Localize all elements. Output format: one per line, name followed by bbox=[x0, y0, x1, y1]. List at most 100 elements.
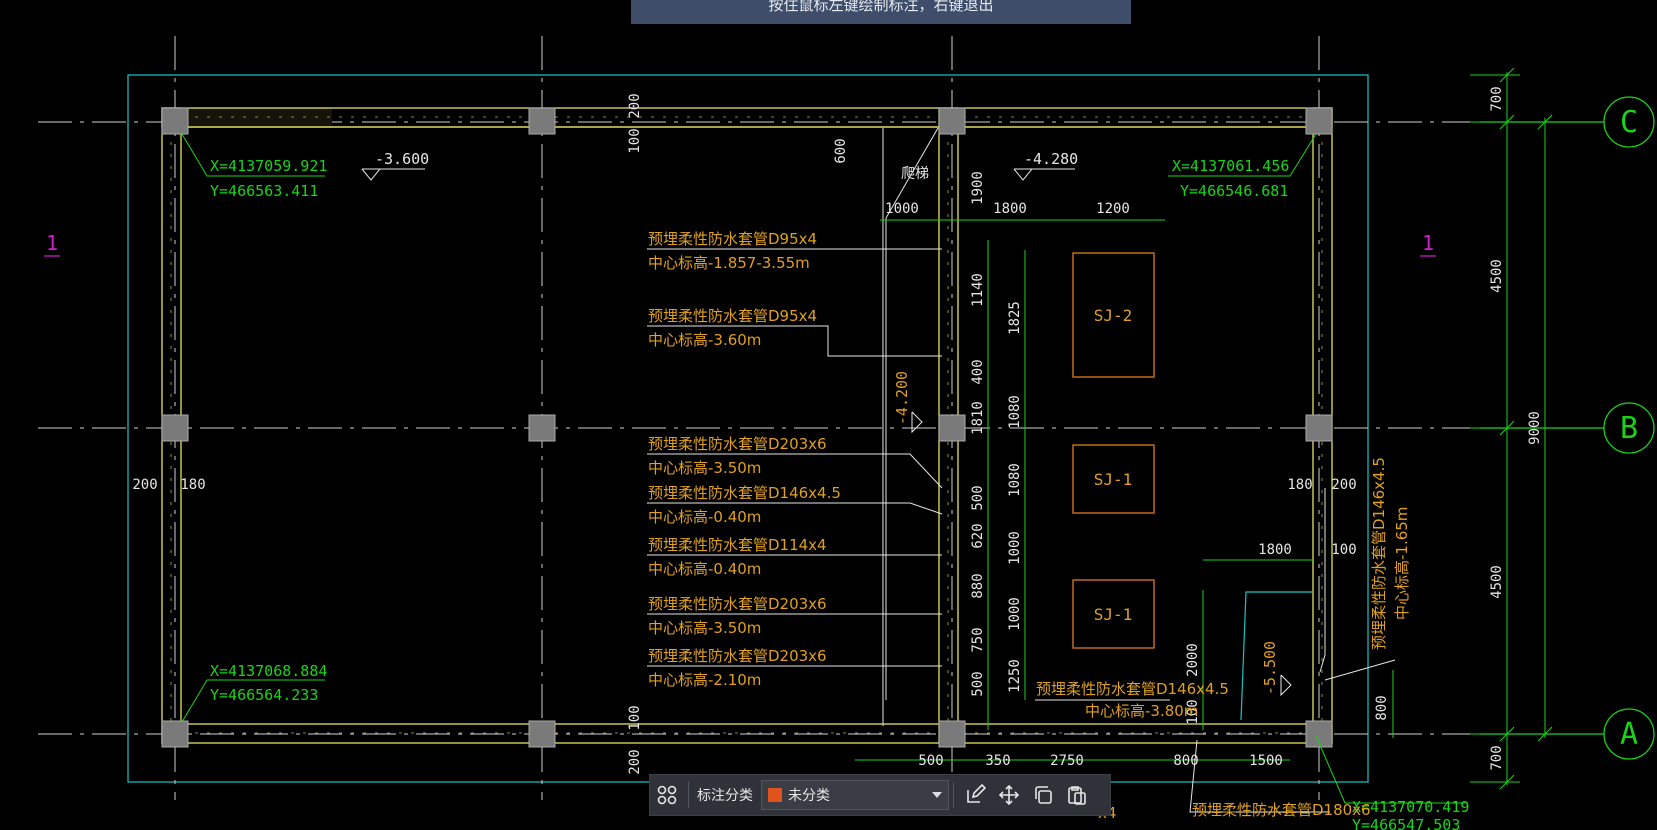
level-vertical: -4.200 bbox=[893, 371, 911, 425]
svg-text:预埋柔性防水套管D146x4.5: 预埋柔性防水套管D146x4.5 bbox=[648, 484, 841, 502]
svg-text:预埋柔性防水套管D203x6: 预埋柔性防水套管D203x6 bbox=[648, 647, 827, 665]
svg-text:1250: 1250 bbox=[1007, 659, 1023, 693]
category-value: 未分类 bbox=[788, 788, 830, 804]
svg-text:500: 500 bbox=[970, 485, 986, 510]
svg-text:9000: 9000 bbox=[1527, 411, 1543, 445]
svg-text:400: 400 bbox=[970, 359, 986, 384]
right-dimension-chain bbox=[1470, 67, 1555, 790]
axis-label-b: B bbox=[1620, 411, 1638, 446]
right-dimension-labels: 700 4500 9000 4500 700 bbox=[1489, 86, 1543, 770]
svg-text:预埋柔性防水套管D95x4: 预埋柔性防水套管D95x4 bbox=[648, 307, 817, 325]
svg-text:4500: 4500 bbox=[1489, 565, 1505, 599]
svg-text:1080: 1080 bbox=[1007, 463, 1023, 497]
svg-text:Y=466563.411: Y=466563.411 bbox=[210, 182, 318, 200]
copy-icon[interactable] bbox=[1026, 778, 1060, 812]
coordinate-leaders bbox=[181, 133, 1468, 804]
svg-text:X=4137059.921: X=4137059.921 bbox=[210, 157, 327, 175]
svg-text:100: 100 bbox=[627, 128, 643, 153]
svg-text:Y=466564.233: Y=466564.233 bbox=[210, 686, 318, 704]
level-left: -3.600 bbox=[375, 150, 429, 168]
category-dropdown[interactable]: 未分类 bbox=[761, 780, 949, 810]
svg-text:1810: 1810 bbox=[970, 401, 986, 435]
svg-text:1200: 1200 bbox=[1096, 201, 1130, 217]
dimension-labels: 200 100 600 爬梯 1000 1800 1200 1900 1140 … bbox=[132, 93, 1390, 774]
chevron-down-icon bbox=[932, 792, 942, 798]
axis-label-c: C bbox=[1620, 105, 1638, 140]
grid-axis-lines bbox=[38, 36, 1590, 800]
paste-icon[interactable] bbox=[1060, 778, 1094, 812]
svg-text:预埋柔性防水套管D114x4: 预埋柔性防水套管D114x4 bbox=[648, 536, 827, 554]
interior-dimension-lines bbox=[855, 219, 1394, 761]
svg-text:500: 500 bbox=[918, 753, 943, 769]
svg-text:350: 350 bbox=[985, 753, 1010, 769]
svg-text:100: 100 bbox=[1331, 542, 1356, 558]
hint-banner: 按住鼠标左键绘制标注，右键退出 bbox=[631, 0, 1131, 24]
pipe-leaders bbox=[647, 248, 1396, 813]
svg-text:中心标高-0.40m: 中心标高-0.40m bbox=[648, 560, 761, 578]
svg-text:爬梯: 爬梯 bbox=[901, 166, 929, 182]
svg-text:880: 880 bbox=[970, 573, 986, 598]
svg-text:X=4137061.456: X=4137061.456 bbox=[1172, 157, 1289, 175]
svg-text:中心标高-1.65m: 中心标高-1.65m bbox=[1393, 507, 1411, 620]
svg-text:X=4137068.884: X=4137068.884 bbox=[210, 662, 327, 680]
move-icon[interactable] bbox=[992, 778, 1026, 812]
svg-text:4500: 4500 bbox=[1489, 259, 1505, 293]
svg-text:800: 800 bbox=[1173, 753, 1198, 769]
annotation-toolbar: 标注分类 未分类 bbox=[649, 774, 1111, 816]
level-pit: -5.500 bbox=[1261, 641, 1279, 695]
svg-text:1000: 1000 bbox=[1007, 531, 1023, 565]
svg-text:2000: 2000 bbox=[1185, 643, 1201, 677]
svg-text:750: 750 bbox=[970, 627, 986, 652]
svg-text:预埋柔性防水套管D146x4.5: 预埋柔性防水套管D146x4.5 bbox=[1036, 680, 1229, 698]
svg-text:1800: 1800 bbox=[1258, 542, 1292, 558]
svg-text:Y=466547.503: Y=466547.503 bbox=[1352, 816, 1460, 830]
svg-text:X=4137070.419: X=4137070.419 bbox=[1352, 798, 1469, 816]
category-label: 标注分类 bbox=[697, 788, 753, 804]
svg-text:1800: 1800 bbox=[993, 201, 1027, 217]
pit-sj2-label: SJ-2 bbox=[1094, 306, 1133, 325]
svg-text:中心标高-3.80m: 中心标高-3.80m bbox=[1085, 702, 1198, 720]
grid-apps-icon[interactable] bbox=[650, 778, 684, 812]
pit-sj1b-label: SJ-1 bbox=[1094, 605, 1133, 624]
section-marker-right: 1 bbox=[1422, 231, 1434, 255]
svg-text:2750: 2750 bbox=[1050, 753, 1084, 769]
svg-text:预埋柔性防水套管D146x4.5: 预埋柔性防水套管D146x4.5 bbox=[1370, 457, 1388, 650]
svg-text:中心标高-2.10m: 中心标高-2.10m bbox=[648, 671, 761, 689]
svg-text:中心标高-3.60m: 中心标高-3.60m bbox=[648, 331, 761, 349]
svg-text:Y=466546.681: Y=466546.681 bbox=[1180, 182, 1288, 200]
svg-text:1000: 1000 bbox=[885, 201, 919, 217]
pit-sj1a-label: SJ-1 bbox=[1094, 470, 1133, 489]
coordinate-labels: X=4137059.921 Y=466563.411 X=4137061.456… bbox=[210, 157, 1469, 830]
svg-text:500: 500 bbox=[970, 671, 986, 696]
svg-text:1140: 1140 bbox=[970, 273, 986, 307]
svg-text:预埋柔性防水套管D203x6: 预埋柔性防水套管D203x6 bbox=[648, 435, 827, 453]
svg-text:1900: 1900 bbox=[970, 171, 986, 205]
svg-text:620: 620 bbox=[970, 523, 986, 548]
section-marker-left: 1 bbox=[46, 231, 58, 255]
pipe-annotations: 预埋柔性防水套管D95x4 中心标高-1.857-3.55m 预埋柔性防水套管D… bbox=[648, 230, 1411, 822]
level-right: -4.280 bbox=[1024, 150, 1078, 168]
svg-text:1000: 1000 bbox=[1007, 597, 1023, 631]
svg-text:中心标高-0.40m: 中心标高-0.40m bbox=[648, 508, 761, 526]
svg-text:600: 600 bbox=[833, 138, 849, 163]
svg-text:700: 700 bbox=[1489, 86, 1505, 111]
pit-outline bbox=[1240, 591, 1312, 721]
columns bbox=[161, 107, 1333, 748]
svg-text:1825: 1825 bbox=[1007, 301, 1023, 335]
svg-text:预埋柔性防水套管D95x4: 预埋柔性防水套管D95x4 bbox=[648, 230, 817, 248]
svg-text:1500: 1500 bbox=[1249, 753, 1283, 769]
svg-text:中心标高-3.50m: 中心标高-3.50m bbox=[648, 459, 761, 477]
edit-icon[interactable] bbox=[958, 778, 992, 812]
svg-text:预埋柔性防水套管D180x6: 预埋柔性防水套管D180x6 bbox=[1192, 801, 1371, 819]
hint-text: 按住鼠标左键绘制标注，右键退出 bbox=[768, 0, 994, 14]
svg-text:预埋柔性防水套管D203x6: 预埋柔性防水套管D203x6 bbox=[648, 595, 827, 613]
ladder-lines bbox=[882, 127, 939, 726]
toolbar-divider bbox=[953, 782, 954, 808]
category-color-swatch bbox=[768, 788, 782, 802]
svg-text:1080: 1080 bbox=[1007, 395, 1023, 429]
svg-text:200: 200 bbox=[627, 749, 643, 774]
svg-text:200: 200 bbox=[627, 93, 643, 118]
svg-text:中心标高-3.50m: 中心标高-3.50m bbox=[648, 619, 761, 637]
svg-text:800: 800 bbox=[1374, 695, 1390, 720]
